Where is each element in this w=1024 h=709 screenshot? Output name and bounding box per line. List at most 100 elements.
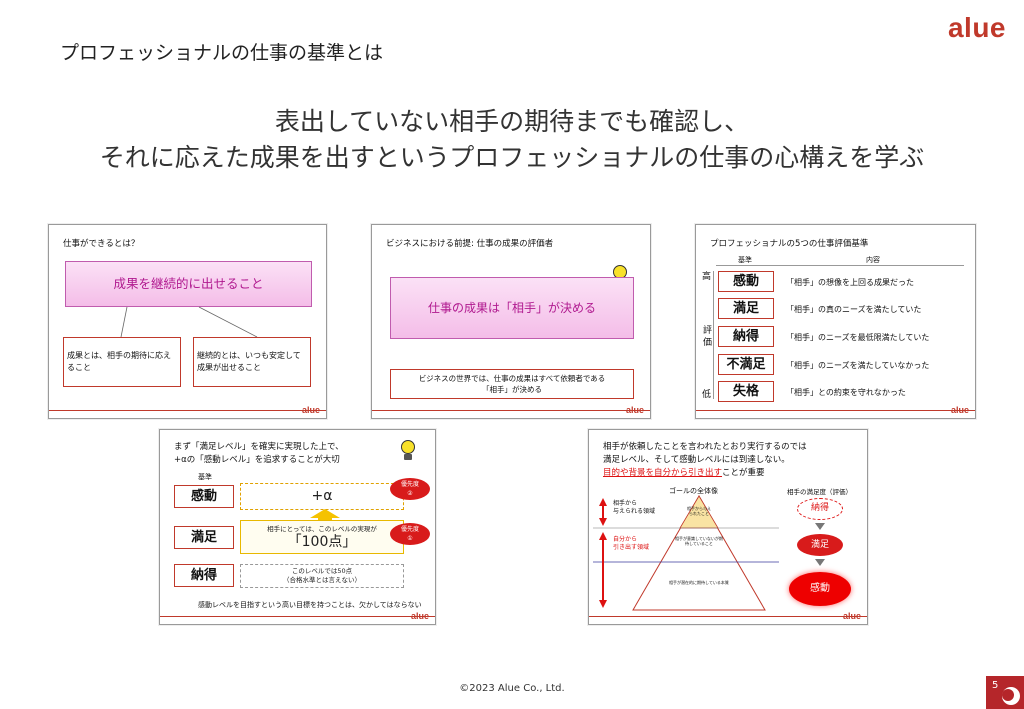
scale-bar bbox=[713, 271, 716, 399]
slide-2-sub-line-1: ビジネスの世界では、仕事の成果はすべて依頼者である bbox=[418, 374, 606, 383]
priority-2-rank: ② bbox=[407, 490, 413, 497]
self-area-line-1: 自分から bbox=[613, 536, 638, 543]
criteria-desc-kando: 「相手」の想像を上回る成果だった bbox=[786, 278, 914, 287]
alue-logo: alue bbox=[947, 12, 1006, 43]
slide-logo: alue bbox=[842, 611, 861, 621]
slide-5-intro-1: 相手が依頼したことを言われたとおり実行するのでは bbox=[603, 442, 807, 452]
priority-2-label: 優先度 bbox=[400, 481, 419, 488]
page-title: プロフェッショナルの仕事の基準とは bbox=[60, 42, 384, 64]
slide-5-intro-3: 目的や背景を自分から引き出すことが重要 bbox=[603, 466, 765, 478]
page-number: 5 bbox=[992, 680, 999, 691]
slide-footer-bar bbox=[696, 410, 975, 418]
priority-2-badge: 優先度 ② bbox=[390, 478, 430, 500]
given-area-label: 相手から 与えられる領域 bbox=[613, 500, 655, 516]
criteria-box-fumanzoku: 不満足 bbox=[718, 354, 774, 375]
plus-alpha-text: +α bbox=[311, 488, 333, 504]
headline-line-1: 表出していない相手の期待までも確認し、 bbox=[274, 107, 750, 136]
slide-1-box-right: 継続的とは、いつも安定して成果が出せること bbox=[193, 337, 311, 387]
lightbulb-icon bbox=[400, 440, 416, 462]
slide-footer-bar bbox=[589, 616, 867, 624]
scale-eval: 評価 bbox=[703, 326, 713, 348]
given-area-line-1: 相手から bbox=[613, 500, 638, 507]
plus-alpha-box: +α bbox=[240, 483, 404, 510]
priority-1-label: 優先度 bbox=[400, 526, 419, 533]
slide-1-connector-lines bbox=[120, 306, 258, 338]
acceptance-note-2: （合格水準とは言えない） bbox=[283, 576, 361, 584]
slide-logo: alue bbox=[410, 611, 429, 621]
slide-2-title: ビジネスにおける前提: 仕事の成果の評価者 bbox=[386, 239, 554, 249]
slide-4-intro-2: +αの「感動レベル」を追求することが大切 bbox=[174, 455, 340, 465]
rating-manzoku: 満足 bbox=[797, 534, 843, 556]
goal-pyramid bbox=[593, 495, 779, 611]
rating-kando: 感動 bbox=[789, 572, 851, 606]
slide-5-intro-2: 満足レベル、そして感動レベルには到達しない。 bbox=[603, 455, 790, 465]
column-header-criteria: 基準 bbox=[738, 256, 752, 264]
slide-1-main-box: 成果を継続的に出せること bbox=[65, 261, 312, 307]
slide-1-box-left: 成果とは、相手の期待に応えること bbox=[63, 337, 181, 387]
slide-thumbnail-5: 相手が依頼したことを言われたとおり実行するのでは 満足レベル、そして感動レベルに… bbox=[588, 429, 868, 625]
priority-1-rank: ① bbox=[407, 535, 413, 542]
acceptance-box: このレベルでは50点 （合格水準とは言えない） bbox=[240, 564, 404, 588]
down-arrow-icon bbox=[815, 523, 825, 530]
page-number-badge: 5 bbox=[986, 676, 1024, 709]
slide-footer-bar bbox=[372, 410, 650, 418]
criteria-desc-manzoku: 「相手」の真のニーズを満たしていた bbox=[786, 305, 922, 314]
slide-2-sub-box: ビジネスの世界では、仕事の成果はすべて依頼者である 「相手」が決める bbox=[390, 369, 634, 399]
column-header-content: 内容 bbox=[866, 256, 880, 264]
criteria-desc-fumanzoku: 「相手」のニーズを満たしていなかった bbox=[786, 361, 930, 370]
up-arrow-icon bbox=[310, 509, 340, 525]
satisfaction-value: 「100点」 bbox=[287, 534, 357, 550]
headline-line-2: それに応えた成果を出すというプロフェッショナルの仕事の心構えを学ぶ bbox=[99, 143, 925, 172]
slide-logo: alue bbox=[950, 405, 969, 415]
priority-1-badge: 優先度 ① bbox=[390, 523, 430, 545]
slide-5-intro-3-rest: ことが重要 bbox=[722, 468, 765, 478]
rating-nattoku: 納得 bbox=[797, 498, 843, 520]
given-area-line-2: 与えられる領域 bbox=[613, 508, 656, 515]
slide-4-criteria-label: 基準 bbox=[198, 473, 212, 481]
pyramid-top-text: 相手から与えられたこと bbox=[687, 506, 711, 516]
slide-4-intro-1: まず「満足レベル」を確実に実現した上で、 bbox=[174, 442, 344, 452]
slide-thumbnail-2: ビジネスにおける前提: 仕事の成果の評価者 仕事の成果は「相手」が決める ビジネ… bbox=[371, 224, 651, 419]
slide-2-main-box: 仕事の成果は「相手」が決める bbox=[390, 277, 634, 339]
criteria-box-manzoku: 満足 bbox=[718, 298, 774, 319]
self-area-label: 自分から 引き出す領域 bbox=[613, 536, 649, 552]
scale-high: 高 bbox=[702, 272, 712, 282]
criteria-desc-nattoku: 「相手」のニーズを最低限満たしていた bbox=[786, 333, 930, 342]
slide-footer-bar bbox=[49, 410, 326, 418]
goal-label: ゴールの全体像 bbox=[669, 487, 718, 495]
criteria-box-shikkaku: 失格 bbox=[718, 381, 774, 402]
satisfaction-box: 相手にとっては、このレベルの実現が 「100点」 bbox=[240, 520, 404, 554]
slide-2-sub-line-2: 「相手」が決める bbox=[482, 385, 542, 394]
slide-4-box-nattoku: 納得 bbox=[174, 564, 234, 587]
slide-1-title: 仕事ができるとは？ bbox=[63, 239, 140, 249]
rating-manzoku-text: 満足 bbox=[810, 540, 829, 550]
criteria-desc-shikkaku: 「相手」との約束を守れなかった bbox=[786, 388, 906, 397]
headline: 表出していない相手の期待までも確認し、 それに応えた成果を出すというプロフェッシ… bbox=[0, 104, 1024, 176]
slide-5-intro-3-red: 目的や背景を自分から引き出す bbox=[603, 468, 723, 478]
slide-4-box-manzoku: 満足 bbox=[174, 526, 234, 549]
criteria-box-kando: 感動 bbox=[718, 271, 774, 292]
slide-footer-bar bbox=[160, 616, 435, 624]
self-area-line-2: 引き出す領域 bbox=[613, 544, 650, 551]
satisfaction-header: 相手の満足度（評価） bbox=[787, 488, 852, 496]
copyright: ©2023 Alue Co., Ltd. bbox=[459, 683, 565, 694]
slide-4-footer-text: 感動レベルを目指すという高い目標を持つことは、欠かしてはならない bbox=[198, 601, 422, 609]
criteria-box-nattoku: 納得 bbox=[718, 326, 774, 347]
header-underline bbox=[716, 265, 964, 266]
slide-4-box-kando: 感動 bbox=[174, 485, 234, 508]
brand-mark-inner bbox=[1002, 689, 1014, 701]
pyramid-bottom-text: 相手が潜在的に期待している本質 bbox=[669, 580, 729, 585]
slide-thumbnail-4: まず「満足レベル」を確実に実現した上で、 +αの「感動レベル」を追求することが大… bbox=[159, 429, 436, 625]
satisfaction-note: 相手にとっては、このレベルの実現が bbox=[267, 525, 377, 533]
slide-thumbnail-3: プロフェッショナルの5つの仕事評価基準 基準 内容 高 評価 低 感動 「相手」… bbox=[695, 224, 976, 419]
down-arrow-icon bbox=[815, 559, 825, 566]
rating-kando-text: 感動 bbox=[810, 583, 830, 594]
slide-logo: alue bbox=[301, 405, 320, 415]
slide-logo: alue bbox=[625, 405, 644, 415]
slide-3-title: プロフェッショナルの5つの仕事評価基準 bbox=[710, 239, 869, 249]
acceptance-note-1: このレベルでは50点 bbox=[291, 567, 353, 575]
scale-low: 低 bbox=[702, 390, 712, 400]
pyramid-middle-text: 相手が意識していないが期待していること bbox=[675, 536, 723, 546]
rating-nattoku-text: 納得 bbox=[810, 503, 829, 513]
slide-thumbnail-1: 仕事ができるとは？ 成果を継続的に出せること 成果とは、相手の期待に応えること … bbox=[48, 224, 327, 419]
